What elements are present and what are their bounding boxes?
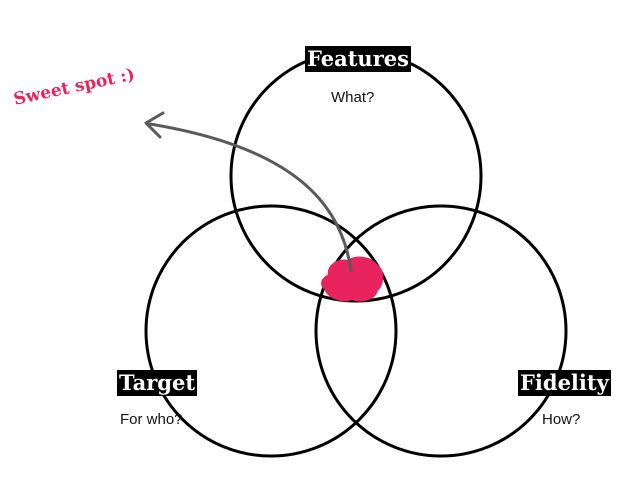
sweet-spot-arrow bbox=[148, 122, 353, 273]
fidelity-label: Fidelity bbox=[518, 370, 611, 396]
target-label: Target bbox=[117, 370, 198, 396]
arrow-head-icon bbox=[144, 111, 165, 139]
circle-fidelity bbox=[314, 204, 568, 458]
sweet-spot-highlight bbox=[321, 256, 384, 302]
circle-target bbox=[144, 204, 398, 458]
features-question: What? bbox=[331, 89, 375, 106]
target-question: For who? bbox=[120, 411, 183, 428]
fidelity-question: How? bbox=[542, 411, 581, 428]
features-label: Features bbox=[305, 46, 411, 72]
